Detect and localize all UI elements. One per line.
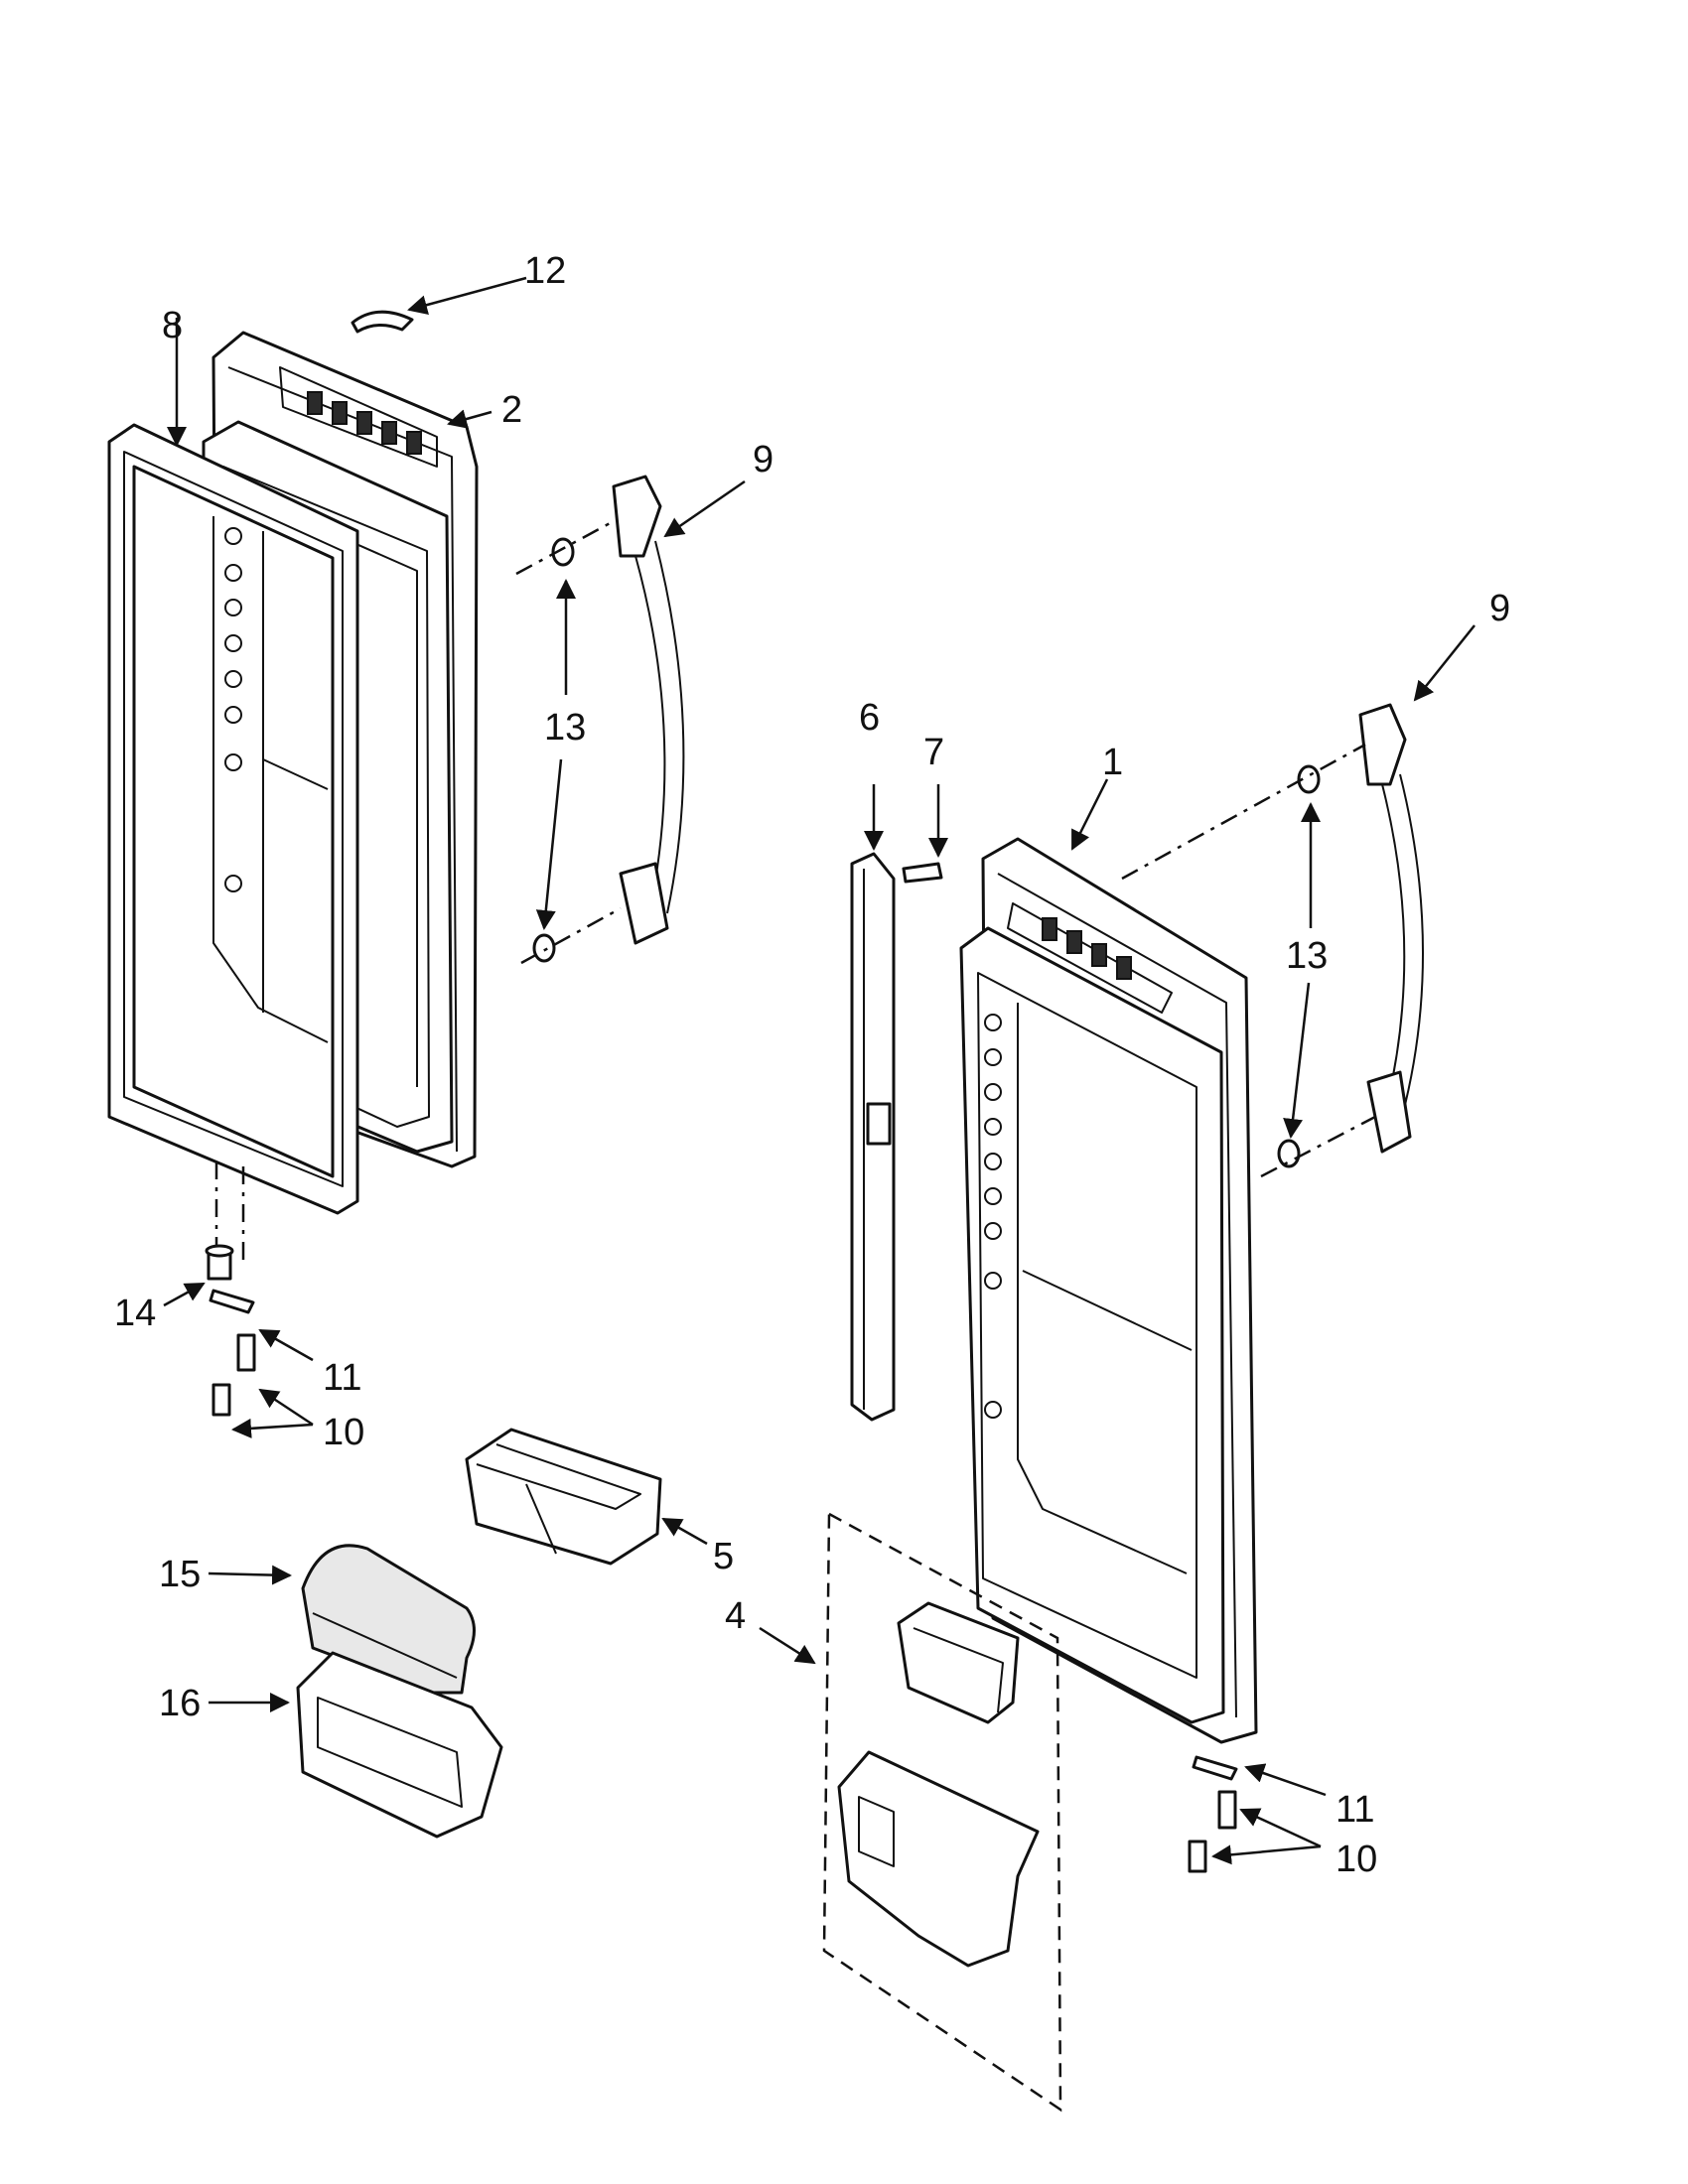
door-bin <box>465 1428 662 1566</box>
ice-bin-lower <box>837 1750 1040 1968</box>
right-door-handle <box>1358 703 1424 1154</box>
dairy-bin <box>296 1651 503 1839</box>
right-hinge-screws <box>1188 1790 1237 1873</box>
callout-10-right: 10 <box>1336 1839 1377 1880</box>
callout-12: 12 <box>524 250 566 292</box>
mullion-screw <box>902 862 943 884</box>
left-door-gasket <box>107 423 359 1215</box>
ice-bin-upper <box>897 1601 1020 1724</box>
callout-1: 1 <box>1102 742 1123 783</box>
callout-16: 16 <box>159 1683 201 1724</box>
bin-cover <box>301 1544 476 1695</box>
callout-10-left: 10 <box>323 1412 364 1453</box>
left-door-handle <box>612 475 685 945</box>
callout-7: 7 <box>923 732 944 773</box>
center-mullion <box>850 852 896 1422</box>
callout-11-right: 11 <box>1336 1789 1374 1831</box>
top-cap <box>351 310 414 334</box>
callout-5: 5 <box>713 1536 734 1577</box>
right-door-shelf-studs <box>984 1014 1002 1419</box>
left-handle-screws <box>532 537 575 963</box>
callout-11-left: 11 <box>323 1357 361 1399</box>
callout-13-right: 13 <box>1286 935 1328 977</box>
callout-8: 8 <box>162 305 183 346</box>
callout-13-left: 13 <box>544 707 586 749</box>
left-door-vent-slots <box>307 391 422 455</box>
callout-labels: 12 8 2 9 13 9 6 7 1 13 14 11 10 5 15 4 1… <box>114 250 1510 1880</box>
right-door <box>959 837 1258 1744</box>
callout-2: 2 <box>501 389 522 431</box>
left-door-shelf-studs <box>224 527 242 892</box>
left-hinge-pin <box>205 1244 234 1281</box>
callout-6: 6 <box>859 697 880 739</box>
callout-15: 15 <box>159 1554 201 1595</box>
right-door-vent-slots <box>1042 917 1132 980</box>
callout-4: 4 <box>725 1595 746 1637</box>
right-handle-screws <box>1277 764 1321 1168</box>
right-hinge-bracket <box>1192 1755 1238 1781</box>
left-hinge-bracket <box>209 1289 255 1314</box>
callout-9-left: 9 <box>753 439 774 480</box>
left-hinge-screws <box>211 1333 256 1417</box>
leader-lines <box>163 276 1476 1865</box>
ice-bin-group-outline <box>822 1511 1062 2113</box>
callout-9-right: 9 <box>1489 588 1510 629</box>
callout-14: 14 <box>114 1293 156 1334</box>
